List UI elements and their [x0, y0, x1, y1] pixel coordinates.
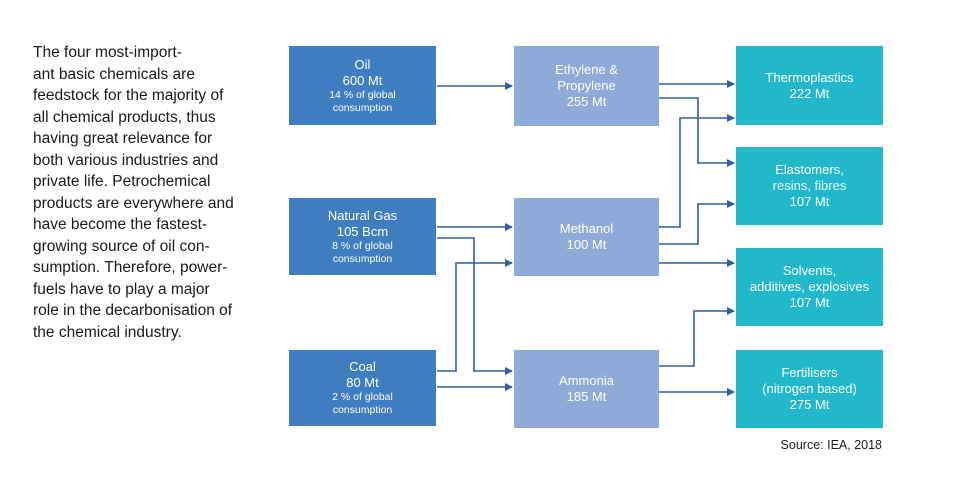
ammonia-box: Ammonia 185 Mt — [514, 350, 659, 428]
natural-gas-box: Natural Gas 105 Bcm 8 % of global consum… — [289, 198, 436, 275]
fertilisers-name: Fertilisers — [781, 365, 838, 380]
intro-line: have become the fastest- — [33, 216, 208, 233]
arrow-ammonia-to-solvents — [659, 307, 735, 367]
arrow-methanol-to-thermoplastics — [659, 114, 735, 228]
arrow-ethylene-to-elastomers — [659, 97, 735, 167]
coal-name: Coal — [349, 359, 376, 374]
arrow-coal-to-methanol — [437, 259, 513, 372]
intro-line: role in the decarbonisation of — [33, 302, 233, 319]
methanol-amount: 100 Mt — [566, 237, 607, 252]
intro-line: feedstock for the majority of — [33, 87, 224, 104]
methanol-box: Methanol 100 Mt — [514, 198, 659, 276]
solvents-box: Solvents, additives, explosives 107 Mt — [736, 248, 883, 326]
coal-amount: 80 Mt — [346, 375, 379, 390]
oil-share: 14 % of global — [329, 88, 396, 101]
natural-gas-share: 8 % of global — [332, 239, 393, 252]
ammonia-amount: 185 Mt — [566, 389, 607, 404]
ethylene-amount: 255 Mt — [566, 94, 607, 109]
fertilisers-subtitle: (nitrogen based) — [762, 381, 857, 396]
solvents-subtitle: additives, explosives — [749, 279, 870, 294]
natural-gas-amount: 105 Bcm — [336, 223, 389, 239]
source-note: Source: IEA, 2018 — [780, 438, 882, 452]
intro-line: fuels have to play a major — [33, 280, 210, 298]
oil-share-consumption: consumption — [332, 101, 393, 114]
intro-line: growing source of oil con- — [33, 237, 210, 255]
elastomers-amount: 107 Mt — [789, 194, 830, 209]
solvents-amount: 107 Mt — [789, 295, 830, 310]
intro-paragraph: The four most-import- ant basic chemical… — [33, 42, 258, 343]
thermoplastics-box: Thermoplastics 222 Mt — [736, 46, 883, 125]
intro-line: sumption. Therefore, power- — [33, 259, 228, 276]
intro-line: private life. Petrochemical — [33, 173, 211, 190]
thermoplastics-name: Thermoplastics — [765, 69, 854, 85]
natural-gas-name: Natural Gas — [327, 207, 398, 223]
elastomers-box: Elastomers, resins, fibres 107 Mt — [736, 147, 883, 225]
ammonia-name: Ammonia — [559, 373, 614, 388]
intro-line: both various industries and — [33, 151, 219, 169]
oil-name: Oil — [354, 56, 371, 72]
arrow-methanol-to-elastomers — [659, 200, 735, 245]
elastomers-name: Elastomers, — [775, 162, 844, 177]
elastomers-subtitle: resins, fibres — [772, 178, 847, 193]
natural-gas-share-consumption: consumption — [332, 252, 393, 265]
fertilisers-box: Fertilisers (nitrogen based) 275 Mt — [736, 350, 883, 428]
oil-amount: 600 Mt — [342, 72, 383, 88]
fertilisers-amount: 275 Mt — [789, 397, 830, 412]
intro-line: ant basic chemicals are — [33, 65, 195, 83]
coal-share: 2 % of global — [332, 391, 393, 403]
solvents-name: Solvents, — [782, 263, 837, 278]
intro-line: The four most-import- — [33, 44, 183, 61]
oil-box: Oil 600 Mt 14 % of global consumption — [289, 46, 436, 125]
methanol-name: Methanol — [559, 221, 614, 236]
coal-share-consumption: consumption — [332, 404, 393, 416]
ethylene-propylene-box: Ethylene & Propylene 255 Mt — [514, 46, 659, 126]
intro-line: products are everywhere and — [33, 194, 234, 212]
intro-line: the chemical industry. — [33, 323, 182, 341]
arrow-gas-to-ammonia — [437, 237, 513, 375]
ethylene-name: Ethylene & — [555, 62, 618, 77]
propylene-name: Propylene — [557, 78, 616, 93]
intro-line: all chemical products, thus — [33, 108, 216, 126]
coal-box: Coal 80 Mt 2 % of global consumption — [289, 350, 436, 426]
thermoplastics-amount: 222 Mt — [789, 85, 830, 101]
intro-line: having great relevance for — [33, 130, 213, 147]
